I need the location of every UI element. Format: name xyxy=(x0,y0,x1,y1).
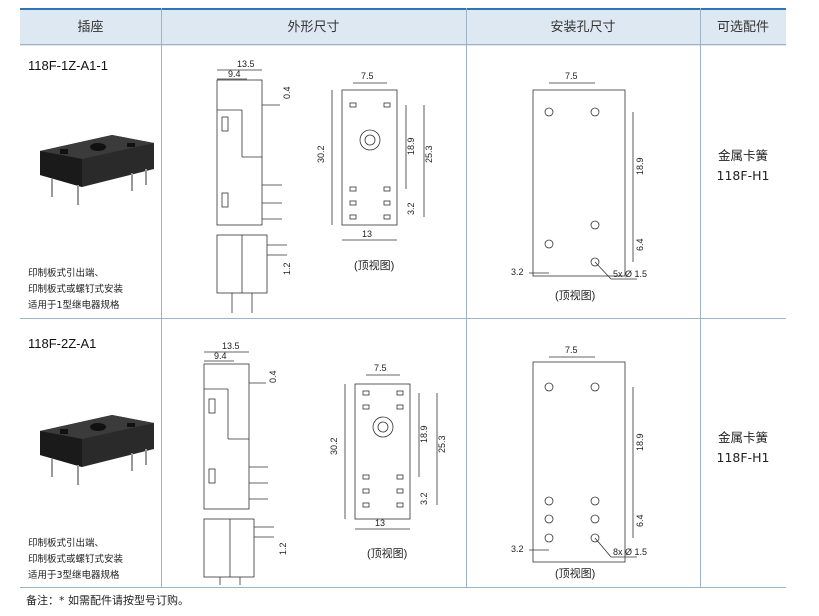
svg-text:6.4: 6.4 xyxy=(635,238,645,251)
svg-text:25.3: 25.3 xyxy=(437,435,447,453)
socket-description-2: 印制板式引出端、 印制板式或螺钉式安装 适用于3型继电器规格 xyxy=(28,538,124,581)
socket-description-1: 印制板式引出端、 印制板式或螺钉式安装 适用于1型继电器规格 xyxy=(28,268,124,311)
row-divider xyxy=(20,318,786,319)
top-view-caption: (顶视图) xyxy=(367,546,407,560)
svg-text:9.4: 9.4 xyxy=(228,69,241,79)
header-socket: 插座 xyxy=(77,20,104,35)
svg-text:30.2: 30.2 xyxy=(316,145,326,163)
svg-text:13.5: 13.5 xyxy=(222,341,240,351)
svg-text:13.5: 13.5 xyxy=(237,59,255,69)
hole-view-caption: (顶视图) xyxy=(555,288,595,302)
outline-drawing-2: 13.5 9.4 0.4 1.2 7.5 30.2 18.9 25.3 3.2 … xyxy=(203,341,447,585)
model-1: 118F-1Z-A1-1 xyxy=(28,58,108,73)
model-2: 118F-2Z-A1 xyxy=(28,336,97,351)
svg-text:3.2: 3.2 xyxy=(511,544,524,554)
outline-drawing-1: 13.5 9.4 0.4 1.2 7.5 30.2 18.9 25.3 3.2 … xyxy=(216,59,434,313)
svg-text:9.4: 9.4 xyxy=(214,351,227,361)
svg-text:13: 13 xyxy=(362,229,372,239)
svg-text:18.9: 18.9 xyxy=(635,157,645,175)
svg-text:7.5: 7.5 xyxy=(565,71,578,81)
svg-text:7.5: 7.5 xyxy=(361,71,374,81)
svg-text:0.4: 0.4 xyxy=(268,370,278,383)
mounting-drawing-1: 7.5 18.9 6.4 3.2 5x Ø 1.5 (顶视图) xyxy=(511,71,647,302)
accessory-1: 金属卡簧 118F-H1 xyxy=(716,148,770,183)
mounting-drawing-2: 7.5 18.9 6.4 3.2 8x Ø 1.5 (顶视图) xyxy=(511,345,647,580)
svg-text:0.4: 0.4 xyxy=(282,86,292,99)
hole-view-caption: (顶视图) xyxy=(555,566,595,580)
spec-table: 插座 外形尺寸 安装孔尺寸 可选配件 118F-1Z-A1-1 印制板式引出端、… xyxy=(20,8,786,588)
table-header: 插座 外形尺寸 安装孔尺寸 可选配件 xyxy=(20,8,786,46)
footer-note: 备注：* 如需配件请按型号订购。 xyxy=(26,594,189,607)
grid-line xyxy=(700,8,701,588)
socket-photo-2 xyxy=(40,415,154,485)
header-dimensions: 外形尺寸 xyxy=(287,20,340,35)
svg-text:3.2: 3.2 xyxy=(511,267,524,277)
svg-text:18.9: 18.9 xyxy=(419,425,429,443)
svg-text:6.4: 6.4 xyxy=(635,514,645,527)
socket-photo-1 xyxy=(40,135,154,205)
svg-text:18.9: 18.9 xyxy=(406,137,416,155)
svg-text:1.2: 1.2 xyxy=(278,542,288,555)
grid-line xyxy=(161,8,162,588)
grid-line xyxy=(20,587,786,588)
top-view-caption: (顶视图) xyxy=(354,258,394,272)
svg-text:7.5: 7.5 xyxy=(374,363,387,373)
grid-line xyxy=(20,44,786,45)
svg-text:30.2: 30.2 xyxy=(329,437,339,455)
svg-text:3.2: 3.2 xyxy=(406,202,416,215)
header-mounting-holes: 安装孔尺寸 xyxy=(550,20,616,35)
svg-text:3.2: 3.2 xyxy=(419,492,429,505)
svg-text:1.2: 1.2 xyxy=(282,262,292,275)
svg-text:13: 13 xyxy=(375,518,385,528)
svg-text:18.9: 18.9 xyxy=(635,433,645,451)
svg-text:7.5: 7.5 xyxy=(565,345,578,355)
svg-text:25.3: 25.3 xyxy=(424,145,434,163)
svg-text:8x Ø 1.5: 8x Ø 1.5 xyxy=(613,547,647,557)
svg-text:5x Ø 1.5: 5x Ø 1.5 xyxy=(613,269,647,279)
grid-line xyxy=(466,8,467,588)
accessory-2: 金属卡簧 118F-H1 xyxy=(716,430,770,465)
header-accessories: 可选配件 xyxy=(716,20,769,35)
